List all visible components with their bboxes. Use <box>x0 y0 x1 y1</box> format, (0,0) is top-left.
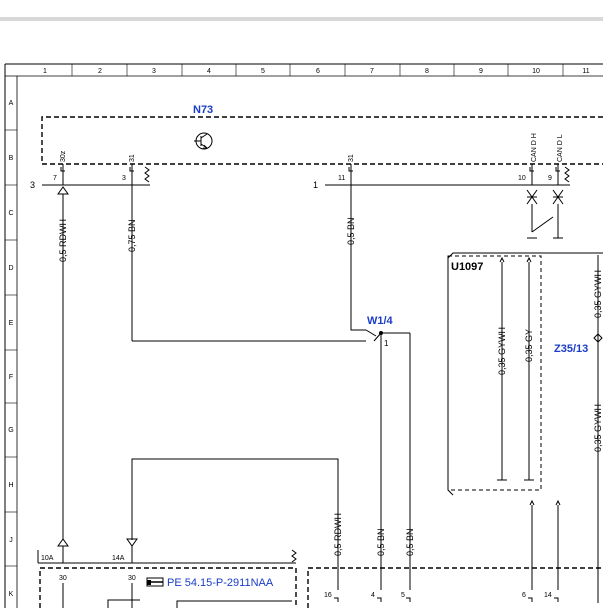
pin-label-can-d-h: CAN D H <box>531 133 538 162</box>
pin-label-31: 31 <box>129 154 136 162</box>
w14-label: W1/4 <box>367 315 394 327</box>
grid-col-label: 11 <box>582 68 589 75</box>
reference-text[interactable]: PE 54.15-P-2911NAA <box>167 577 274 589</box>
grid-col-label: 5 <box>261 68 265 75</box>
grid-col-label: 1 <box>43 68 47 75</box>
terminal-30-label: 30 <box>59 575 67 582</box>
wire-label: 0,5 BN <box>346 217 356 245</box>
n73-component-box <box>41 116 603 165</box>
pin-number-11: 11 <box>338 175 345 182</box>
lower-left-wires <box>62 583 292 608</box>
n73-pin-labels: 30z 31 31 CAN D H CAN D L <box>60 133 564 162</box>
arrow-symbols <box>57 186 564 205</box>
grid-col-label: 2 <box>98 68 102 75</box>
reference-link[interactable]: PE 54.15-P-2911NAA <box>146 577 274 589</box>
grid-col-label: 9 <box>479 68 483 75</box>
w14-ground-point <box>379 331 383 335</box>
wire-label: 0,5 RDWH <box>58 219 68 262</box>
diagram-frame <box>4 63 603 608</box>
u1097-label: U1097 <box>451 261 483 273</box>
grid-col-label: 10 <box>532 68 540 75</box>
grid-column-labels: 1 2 3 4 5 6 7 8 9 10 11 <box>43 68 590 75</box>
pin-number-5: 5 <box>401 592 405 599</box>
fuse-label-10a: 10A <box>41 555 54 562</box>
u1097-wires <box>497 256 534 481</box>
wire-label: 0,35 GY <box>524 329 534 362</box>
pin-number-3: 3 <box>122 175 126 182</box>
grid-row-label: K <box>9 591 14 598</box>
wire-gauge-labels: 0,5 RDWH 0,75 BN 0,5 BN 0,35 GYWH 0,35 G… <box>58 217 603 556</box>
bottom-connector-pins: 16 4 5 6 14 <box>324 592 552 599</box>
n73-pin-numbers: 7 3 11 10 9 <box>53 175 552 182</box>
grid-col-label: 7 <box>370 68 374 75</box>
pin-label-can-d-l: CAN D L <box>557 134 564 162</box>
bottom-connector-marks <box>334 597 559 602</box>
terminal-30-label: 30 <box>128 575 136 582</box>
grid-row-label: B <box>9 155 14 162</box>
top-separator <box>0 17 603 21</box>
grid-row-label: J <box>9 537 13 544</box>
z3513-splice-icon <box>593 333 603 343</box>
lower-right-dashed-box <box>307 567 603 608</box>
grid-row-label: A <box>9 100 14 107</box>
bus-number-1: 1 <box>313 180 318 190</box>
pin-number-6: 6 <box>522 592 526 599</box>
pin-label-31: 31 <box>348 154 355 162</box>
fuse-block <box>37 538 297 564</box>
wire-label: 0,5 BN <box>405 528 415 556</box>
transistor-icon <box>194 132 213 150</box>
w14-pin-number: 1 <box>384 339 389 348</box>
wire-label: 0,35 GYWH <box>497 327 507 375</box>
grid-row-labels: A B C D E F G H J K <box>8 100 13 598</box>
pin-number-14: 14 <box>544 592 552 599</box>
lower-left-dashed-box <box>39 567 297 608</box>
grid-row-label: D <box>8 265 13 272</box>
grid-col-label: 6 <box>316 68 320 75</box>
grid-row-label: C <box>8 210 13 217</box>
grid-col-label: 4 <box>207 68 211 75</box>
fuse-label-14a: 14A <box>112 555 125 562</box>
u1097-component <box>447 252 603 496</box>
pin-number-10: 10 <box>518 175 526 182</box>
pin-number-4: 4 <box>371 592 375 599</box>
bus-number-3: 3 <box>30 180 35 190</box>
pin-number-7: 7 <box>53 175 57 182</box>
n73-pins <box>60 164 570 185</box>
pin-label-30z: 30z <box>60 150 67 162</box>
pin-number-9: 9 <box>548 175 552 182</box>
wire-paths <box>62 185 599 603</box>
u1097-outputs <box>529 499 561 590</box>
grid-col-label: 8 <box>425 68 429 75</box>
grid-row-label: F <box>9 374 13 381</box>
grid-row-label: H <box>8 482 13 489</box>
wire-label: 0,5 BN <box>376 528 386 556</box>
wire-label: 0,5 RDWH <box>333 513 343 556</box>
grid-row-label: G <box>8 427 13 434</box>
grid-col-label: 3 <box>152 68 156 75</box>
grid-row-label: E <box>9 320 14 327</box>
wire-label: 0,35 GYWH <box>593 270 603 318</box>
pin-number-16: 16 <box>324 592 332 599</box>
z3513-label: Z35/13 <box>554 343 588 355</box>
n73-label: N73 <box>193 104 213 116</box>
pointing-hand-icon <box>146 577 164 587</box>
wire-label: 0,35 GYWH <box>593 404 603 452</box>
wire-label: 0,75 BN <box>127 219 137 252</box>
